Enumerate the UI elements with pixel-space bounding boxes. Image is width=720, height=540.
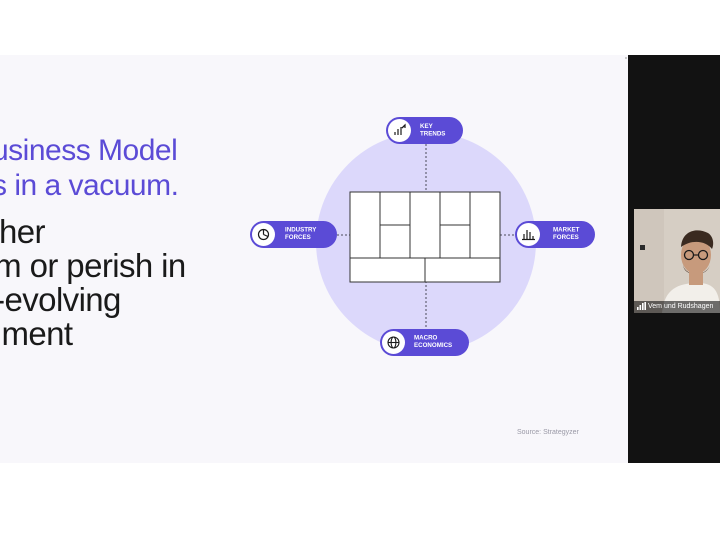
signal-bars-icon [637,302,646,311]
headline-line: s in a vacuum. [0,169,179,202]
bar-chart-icon [522,230,535,241]
key-trends-label-1: KEY [420,123,434,130]
headline-line: usiness Model [0,134,178,167]
body-line: orm or perish in [0,247,186,284]
industry-forces-pill: INDUSTRY FORCES [250,221,337,248]
participant-avatar [634,209,720,313]
market-forces-pill: MARKET FORCES [515,221,595,248]
key-trends-label-2: TRENDS [420,131,445,138]
industry-forces-label-1: INDUSTRY [285,227,317,234]
macro-economics-label-2: ECONOMICS [414,342,452,349]
industry-forces-label-2: FORCES [285,234,311,241]
market-forces-label-1: MARKET [553,227,580,234]
body-line: er-evolving [0,281,121,318]
slide-headline: usiness Model s in a vacuum. [0,133,179,203]
source-caption: Source: Strategyzer [517,429,579,436]
macro-economics-pill: MACRO ECONOMICS [380,329,469,356]
window-edge-marker [625,57,627,59]
body-line: onment [0,315,73,352]
globe-icon [387,336,400,349]
participant-name: Vem und Rudshagen [648,303,714,310]
connector-lines [337,144,515,329]
participant-name-bar: Vem und Rudshagen [634,301,720,313]
business-model-environment-diagram: KEY TRENDS INDUSTRY FORCES [250,117,595,356]
macro-economics-label-1: MACRO [414,335,438,342]
market-forces-label-2: FORCES [553,234,579,241]
body-line: either [0,213,46,250]
pie-chart-icon [257,228,270,241]
key-trends-pill: KEY TRENDS [386,117,463,144]
participant-video-tile[interactable]: Vem und Rudshagen [634,209,720,313]
trend-up-icon [394,123,406,135]
business-model-canvas [349,191,501,283]
slide-body-text: either orm or perish in er-evolving onme… [0,215,186,351]
presentation-slide: usiness Model s in a vacuum. either orm … [0,55,628,463]
